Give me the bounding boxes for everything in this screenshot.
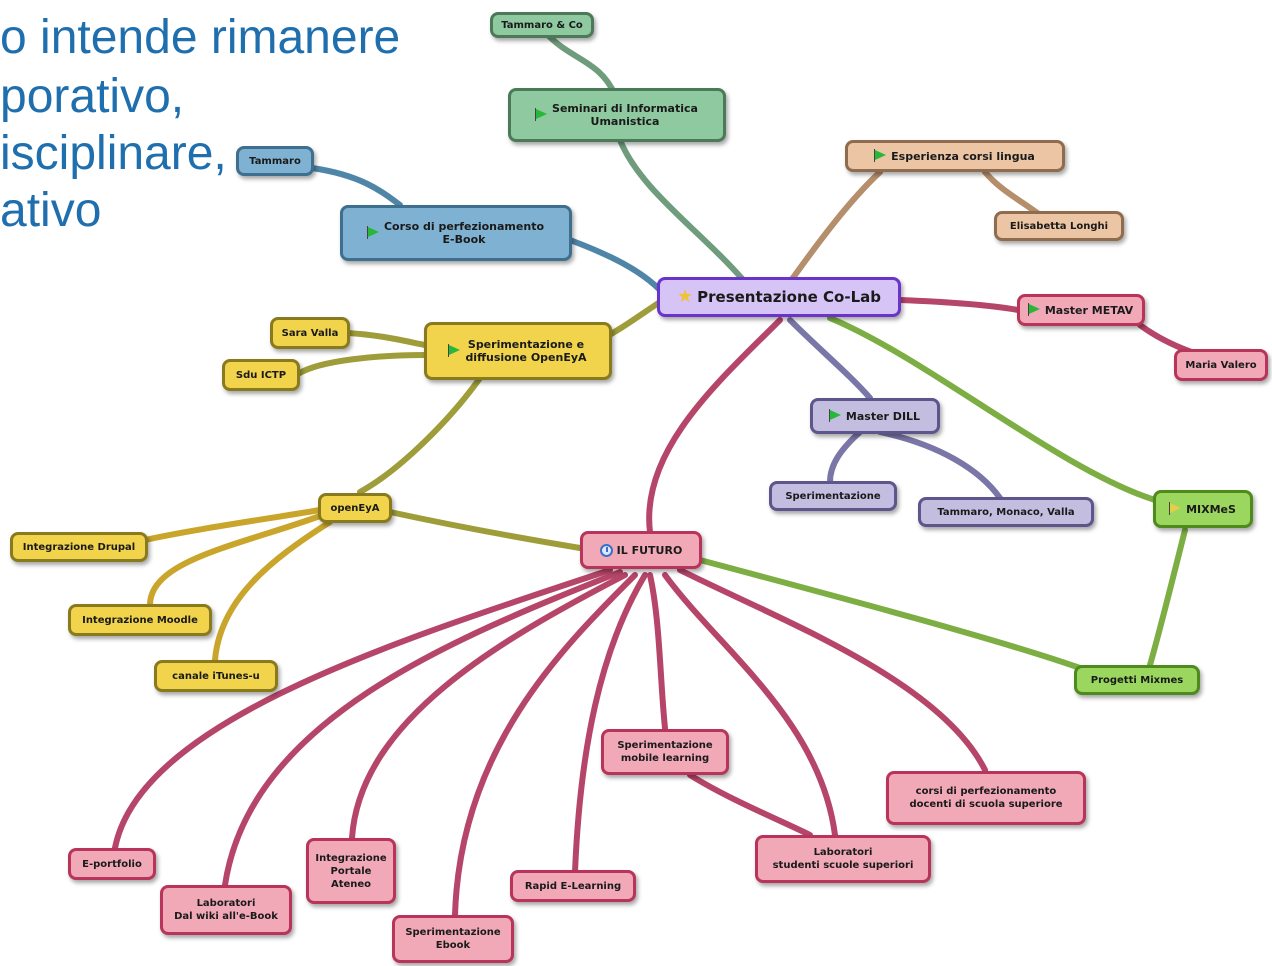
edge-futuro-rapid: [572, 572, 648, 875]
node-integrazione-portale[interactable]: Integrazione Portale Ateneo: [306, 838, 396, 904]
edge-futuro-labstudenti: [662, 572, 838, 838]
node-corsi-perfezionamento-docenti[interactable]: corsi di perfezionamento docenti di scuo…: [886, 771, 1086, 825]
node-seminari-informatica[interactable]: Seminari di Informatica Umanistica: [508, 88, 726, 142]
flag-icon: [874, 149, 887, 162]
node-rapid-elearning[interactable]: Rapid E-Learning: [510, 870, 636, 902]
edge-seminari-presentazione: [617, 137, 748, 285]
node-integrazione-drupal[interactable]: Integrazione Drupal: [10, 532, 148, 562]
bg-line-4: ativo: [0, 184, 102, 237]
bg-line-1: o intende rimanere: [0, 11, 401, 64]
edge-futuro-integrazione: [349, 572, 628, 841]
node-canale-itunes[interactable]: canale iTunes-u: [154, 660, 278, 692]
node-eportfolio[interactable]: E-portfolio: [68, 848, 156, 880]
edge-openeya-moodle: [147, 513, 323, 608]
node-tammaro[interactable]: Tammaro: [236, 146, 314, 176]
flag-icon: [1027, 303, 1040, 316]
node-corso-perfezionamento[interactable]: Corso di perfezionamento E-Book: [340, 205, 572, 261]
edge-tammaroco-seminari: [542, 29, 618, 98]
node-tammaro-monaco-valla[interactable]: Tammaro, Monaco, Valla: [918, 497, 1094, 527]
edge-dill-tammaromonaco: [877, 429, 1003, 501]
edge-futuro-progetti: [697, 557, 1083, 671]
node-tammaro-co[interactable]: Tammaro & Co: [490, 12, 594, 38]
flag-icon: [366, 226, 379, 239]
node-sperimentazione-ebook[interactable]: Sperimentazione Ebook: [392, 915, 514, 963]
edge-corso-presentazione: [567, 237, 663, 293]
node-openeya[interactable]: openEyA: [318, 493, 392, 523]
edge-dill-sperim: [827, 429, 863, 485]
node-laboratori-studenti[interactable]: Laboratori studenti scuole superiori: [755, 835, 931, 883]
node-master-metav[interactable]: Master METAV: [1017, 294, 1145, 326]
clock-icon: [599, 543, 613, 557]
edge-tammaro-corso: [309, 165, 403, 208]
node-laboratori-wiki[interactable]: Laboratori Dal wiki all'e-Book: [160, 885, 292, 935]
slide-background-text: o intende rimanere porativo, isciplinare…: [0, 8, 400, 244]
edge-openeya-itunes: [212, 519, 333, 663]
node-esperienza-corsi[interactable]: Esperienza corsi lingua: [845, 140, 1065, 172]
edge-futuro-sperebook: [452, 572, 638, 918]
edge-sara-spersdiff: [345, 330, 428, 348]
edge-mobile-labstudenti: [687, 772, 813, 838]
edge-presentazione-metav: [897, 297, 1021, 313]
node-presentazione-colab[interactable]: ★Presentazione Co-Lab: [657, 277, 901, 317]
node-sdu-ictp[interactable]: Sdu ICTP: [222, 359, 300, 391]
node-progetti-mixmes[interactable]: Progetti Mixmes: [1074, 665, 1200, 695]
edge-sdu-spersdiff: [295, 352, 428, 377]
node-master-dill[interactable]: Master DILL: [810, 398, 940, 434]
edge-presentazione-futuro: [646, 317, 783, 535]
edge-presentazione-dill: [787, 317, 873, 401]
flag-icon: [1169, 502, 1182, 515]
star-icon: ★: [677, 286, 694, 307]
edge-mixmes-progetti: [1147, 527, 1188, 668]
flag-icon: [828, 409, 841, 422]
bg-line-3: isciplinare,: [0, 127, 227, 180]
edge-openeya-futuro: [387, 509, 583, 551]
node-mixmes[interactable]: MIXMeS: [1153, 490, 1253, 528]
edge-futuro-mobile: [647, 572, 668, 731]
bg-line-2: porativo,: [0, 70, 185, 123]
edge-futuro-corsidocenti: [677, 567, 988, 773]
node-sperimentazione[interactable]: Sperimentazione: [769, 481, 897, 511]
edge-futuro-labwiki: [222, 569, 623, 888]
edge-presentazione-esperienza: [787, 169, 883, 285]
node-il-futuro[interactable]: IL FUTURO: [580, 531, 702, 569]
flag-icon: [448, 344, 461, 357]
edge-spersdiff-openeya: [357, 375, 483, 495]
node-elisabetta-longhi[interactable]: Elisabetta Longhi: [994, 211, 1124, 241]
edge-esperienza-elisabetta: [982, 169, 1043, 218]
node-maria-valero[interactable]: Maria Valero: [1174, 349, 1268, 381]
node-sperimentazione-openeya[interactable]: Sperimentazione e diffusione OpenEyA: [424, 322, 612, 380]
edge-presentazione-mixmes: [827, 315, 1158, 503]
node-sperimentazione-mobile[interactable]: Sperimentazione mobile learning: [601, 729, 729, 775]
edge-futuro-eportfolio: [112, 567, 613, 851]
edge-openeya-drupal: [142, 507, 323, 543]
flag-icon: [535, 108, 548, 121]
node-sara-valla[interactable]: Sara Valla: [270, 317, 350, 349]
node-integrazione-moodle[interactable]: Integrazione Moodle: [68, 604, 212, 636]
